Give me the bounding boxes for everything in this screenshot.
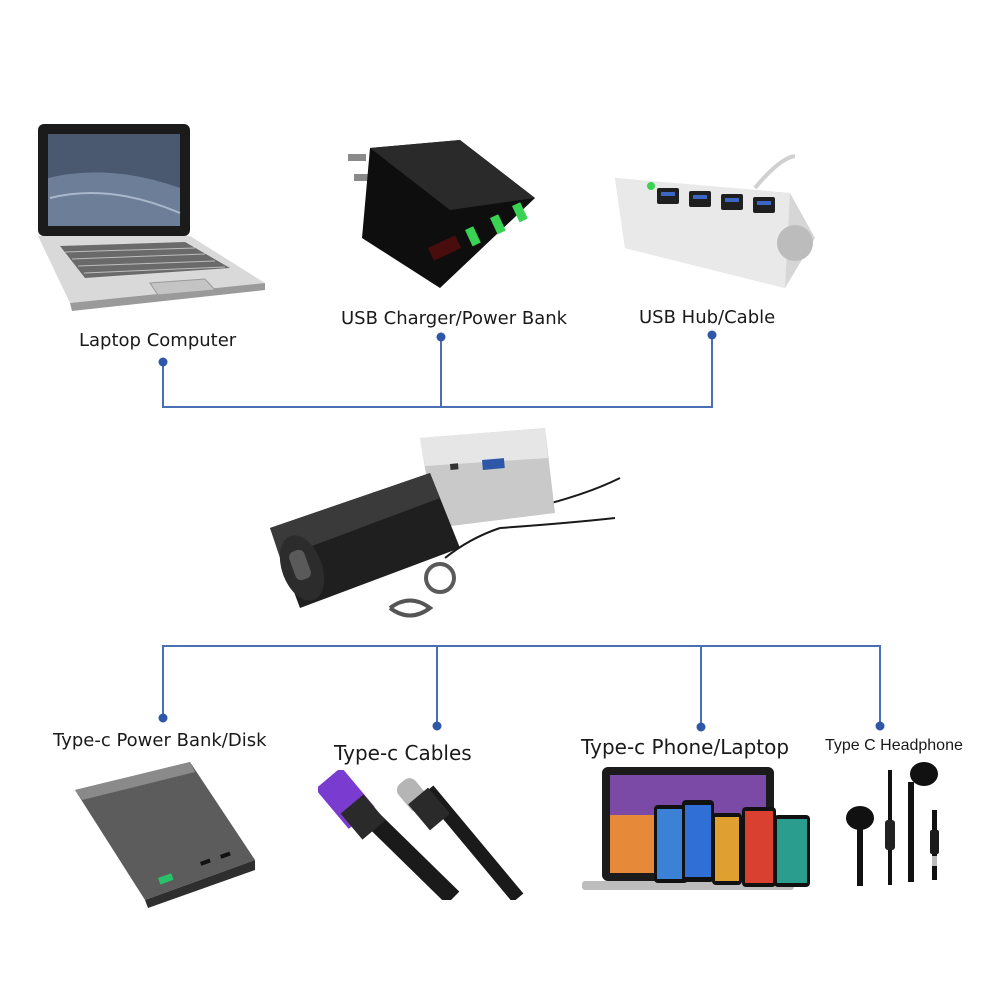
connector-dot bbox=[875, 721, 885, 731]
label-usb-hub-cable: USB Hub/Cable bbox=[639, 307, 776, 328]
bottom-connector-line bbox=[162, 645, 881, 727]
connector-dot bbox=[432, 721, 442, 731]
label-type-c-power-bank-disk: Type-c Power Bank/Disk bbox=[53, 730, 267, 751]
connector-dot bbox=[158, 357, 168, 367]
usb-hub-icon bbox=[615, 154, 815, 288]
headphone-icon bbox=[846, 762, 939, 886]
usb-a-to-type-c-adapter-icon bbox=[270, 428, 621, 618]
laptop-icon bbox=[38, 124, 265, 311]
top-connector-line bbox=[162, 335, 713, 408]
label-usb-charger-power-bank: USB Charger/Power Bank bbox=[341, 308, 568, 329]
wall-charger-icon bbox=[348, 140, 535, 288]
connector-dot bbox=[436, 332, 446, 342]
connector-dot bbox=[696, 722, 706, 732]
phones-laptop-icon bbox=[582, 767, 810, 890]
label-type-c-phone-laptop: Type-c Phone/Laptop bbox=[581, 735, 790, 759]
label-type-c-cables: Type-c Cables bbox=[334, 741, 472, 765]
label-type-c-headphone: Type C Headphone bbox=[825, 737, 963, 754]
connector-dot bbox=[707, 330, 717, 340]
power-bank-icon bbox=[75, 762, 255, 908]
label-laptop-computer: Laptop Computer bbox=[79, 330, 237, 351]
usb-cables-icon bbox=[318, 770, 524, 900]
connector-dot bbox=[158, 713, 168, 723]
